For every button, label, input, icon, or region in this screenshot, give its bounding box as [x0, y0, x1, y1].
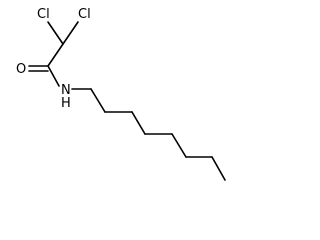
bond-cl-left-to-chcl2 — [47, 21, 64, 45]
atom-nitrogen: N — [61, 83, 71, 98]
atom-cl-left: Cl — [37, 7, 50, 22]
bond-chain-7 — [211, 156, 226, 181]
structure-diagram: Cl Cl O N H — [16, 7, 226, 181]
bond-chain-3 — [131, 111, 146, 135]
atom-oxygen: O — [16, 62, 26, 77]
bond-cl-right-to-chcl2 — [62, 21, 79, 45]
atom-hydrogen: H — [61, 96, 71, 111]
bond-chcl2-to-carbonyl — [47, 43, 64, 67]
bond-chain-1 — [90, 88, 106, 113]
bond-carbonyl-to-nitrogen — [47, 65, 60, 87]
atom-cl-right: Cl — [78, 7, 91, 22]
bond-chain-5 — [171, 133, 187, 158]
